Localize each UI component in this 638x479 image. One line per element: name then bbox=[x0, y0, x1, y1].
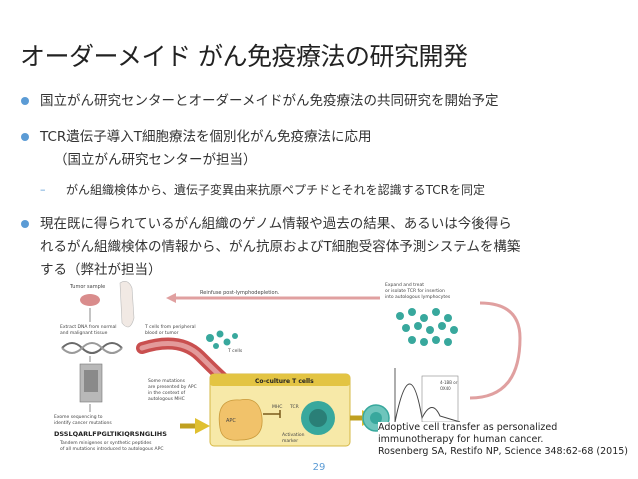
label-tandem-2: of all mutations introduced to autologou… bbox=[60, 446, 163, 452]
expand-arrow bbox=[469, 301, 522, 400]
bullet-2-line-1: TCR遺伝子導入T細胞療法を個別化がん免疫療法に応用 bbox=[40, 129, 372, 145]
label-some-mutations-3: in the context of bbox=[148, 390, 185, 396]
label-marker-2: OX40 bbox=[440, 386, 451, 391]
citation-line-1: Adoptive cell transfer as personalized bbox=[378, 422, 558, 433]
label-extract-2: and malignant tissue bbox=[60, 330, 108, 336]
bullet-1-text: 国立がん研究センターとオーダーメイドがん免疫療法の共同研究を開始予定 bbox=[40, 93, 499, 109]
citation-line-2: immunotherapy for human cancer. bbox=[378, 434, 544, 445]
citation: Adoptive cell transfer as personalized i… bbox=[378, 422, 628, 458]
label-apc: APC bbox=[226, 418, 236, 424]
label-exome-2: identify cancer mutations bbox=[54, 420, 112, 426]
slide-title: オーダーメイド がん免疫療法の研究開発 bbox=[20, 42, 468, 71]
bullet-3-line-2: れるがん組織検体の情報から、がん抗原およびT細胞受容体予測システムを構築 bbox=[40, 239, 521, 255]
bullet-dot bbox=[21, 97, 29, 105]
label-some-mutations-2: are presented by APC bbox=[148, 384, 197, 390]
label-mhc: MHC bbox=[272, 404, 282, 410]
dna-helix bbox=[61, 342, 123, 354]
t-cells-cluster bbox=[206, 330, 238, 349]
label-some-mutations-4: autologous MHC bbox=[148, 396, 185, 402]
label-activation-2: marker bbox=[282, 438, 298, 444]
bullet-dot bbox=[21, 133, 29, 141]
label-expand-2: or isolate TCR for insertion bbox=[385, 288, 445, 294]
label-t-cells: T cells bbox=[227, 348, 243, 354]
label-reinfuse: Reinfuse post-lymphodepletion. bbox=[200, 290, 280, 296]
bullet-2-line-2: （国立がん研究センターが担当） bbox=[54, 152, 257, 168]
peptide-sequence: DSSLQARLFPGLTIKIQRSNGLIHS bbox=[54, 430, 167, 438]
label-tumor-sample: Tumor sample bbox=[69, 284, 105, 290]
label-expand-1: Expand and treat bbox=[385, 282, 424, 288]
label-exome-1: Exome sequencing to bbox=[54, 414, 103, 420]
sub-bullet-text: がん組織検体から、遺伝子変異由来抗原ペプチドとそれを認識するTCRを同定 bbox=[66, 183, 485, 197]
act-figure: Tumor sample Reinfuse post-lymphodepleti… bbox=[54, 281, 522, 452]
label-expand-3: into autologous lymphocytes bbox=[385, 294, 451, 300]
apc-cell bbox=[218, 399, 263, 441]
expanded-t-cells bbox=[396, 308, 458, 346]
label-extract-1: Extract DNA from normal bbox=[60, 324, 117, 330]
page-number: 29 bbox=[312, 462, 326, 473]
tumor-tissue bbox=[80, 294, 100, 306]
bullet-dot bbox=[21, 220, 29, 228]
arrowhead bbox=[166, 293, 176, 303]
label-some-mutations-1: Some mutations bbox=[148, 378, 186, 384]
sub-bullet-dash: – bbox=[40, 183, 46, 196]
citation-line-3: Rosenberg SA, Restifo NP, Science 348:62… bbox=[378, 446, 628, 457]
bullet-3-line-1: 現在既に得られているがん組織のゲノム情報や過去の結果、あるいは今後得ら bbox=[40, 216, 512, 232]
label-marker-1: 4-1BB or bbox=[440, 380, 458, 385]
bullet-3-line-3: する（弊社が担当） bbox=[40, 262, 162, 278]
label-tcells-blood-1: T cells from peripheral bbox=[144, 324, 196, 330]
label-tcells-blood-2: blood or tumor bbox=[145, 330, 179, 336]
mhc-tcr-binding bbox=[263, 410, 281, 418]
label-tandem-1: Tandem minigenes or synthetic peptides bbox=[59, 440, 152, 446]
label-activation-1: Activation bbox=[282, 432, 305, 438]
label-coculture: Co-culture T cells bbox=[255, 378, 314, 385]
label-tcr: TCR bbox=[289, 404, 299, 410]
patient-figure bbox=[119, 281, 135, 328]
